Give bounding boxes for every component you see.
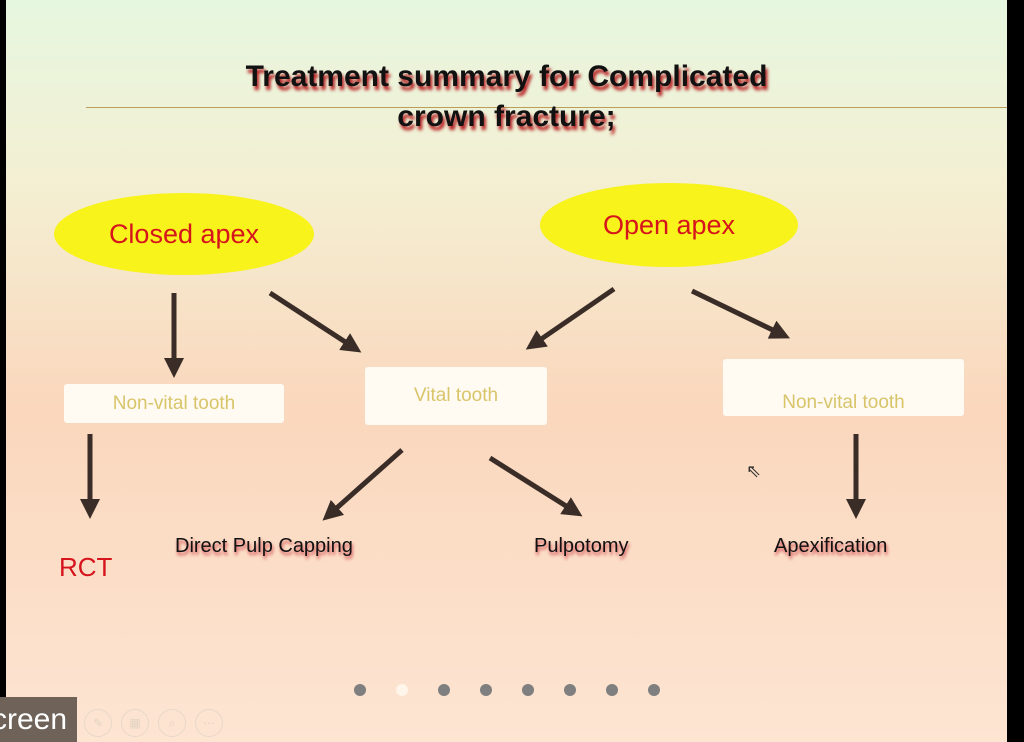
slide-title-line2: crown fracture; — [397, 100, 616, 133]
non-vital-tooth-right-label: Non-vital tooth — [782, 392, 905, 413]
pen-icon[interactable]: ✎ — [84, 709, 112, 737]
pager-dot-active[interactable] — [396, 684, 408, 696]
presentation-controls: ✎ ▦ ⌕ ⋯ — [84, 709, 223, 737]
mouse-cursor-icon: ⇖ — [746, 461, 762, 481]
screen-share-label[interactable]: creen — [0, 697, 77, 742]
pager-dot[interactable] — [564, 684, 576, 696]
arrow-vital-to-pulpotomy — [488, 455, 583, 517]
rct-label: RCT — [59, 552, 113, 582]
non-vital-tooth-right-node: Non-vital tooth — [723, 359, 964, 416]
slides-icon[interactable]: ▦ — [121, 709, 149, 737]
pager-dot[interactable] — [606, 684, 618, 696]
pulpotomy-label: Pulpotomy — [534, 535, 629, 557]
slide-title-line1: Treatment summary for Complicated — [245, 60, 768, 93]
pager-dot[interactable] — [648, 684, 660, 696]
arrow-open-to-nonvital — [690, 288, 791, 339]
pager-dot[interactable] — [438, 684, 450, 696]
title-divider — [86, 107, 1007, 108]
vital-tooth-node: Vital tooth — [365, 367, 547, 425]
zoom-icon[interactable]: ⌕ — [158, 709, 186, 737]
slide: Treatment summary for Complicated crown … — [6, 0, 1007, 742]
open-apex-node: Open apex — [540, 183, 798, 267]
arrows-layer — [80, 286, 866, 521]
closed-apex-node: Closed apex — [54, 193, 314, 275]
more-icon[interactable]: ⋯ — [195, 709, 223, 737]
slide-pager — [354, 684, 660, 696]
arrow-open-to-vital — [525, 286, 616, 350]
pager-dot[interactable] — [522, 684, 534, 696]
arrow-vital-to-dpc — [322, 448, 404, 521]
direct-pulp-capping-label: Direct Pulp Capping — [175, 535, 353, 557]
non-vital-tooth-left-node: Non-vital tooth — [64, 384, 284, 423]
pager-dot[interactable] — [480, 684, 492, 696]
arrow-closed-to-vital — [268, 290, 362, 353]
apexification-label: Apexification — [774, 535, 888, 557]
pager-dot[interactable] — [354, 684, 366, 696]
